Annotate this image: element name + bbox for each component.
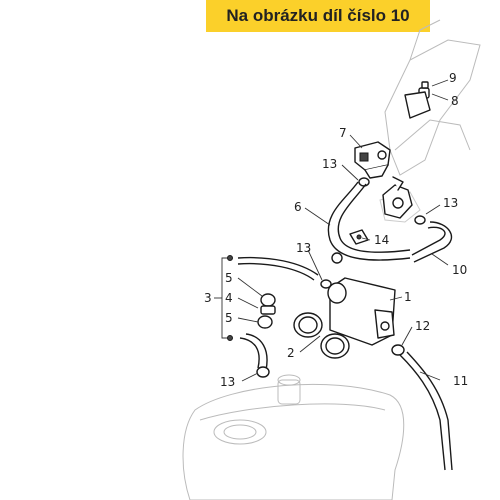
part-valve-7 [354, 141, 391, 179]
callout-13-bottom: 13 [220, 375, 235, 389]
part-clip-13-top [358, 177, 370, 187]
callout-labels: 9 8 7 13 6 13 14 13 10 1 12 2 11 13 5 3 … [204, 71, 468, 389]
callout-13-top: 13 [322, 157, 337, 171]
leader-lines [214, 79, 449, 382]
callout-14: 14 [374, 233, 389, 247]
callout-9: 9 [449, 71, 457, 85]
assembly-intake [379, 176, 421, 223]
part-hose-10 [411, 215, 453, 263]
fuel-tank [182, 374, 405, 500]
callout-10: 10 [452, 263, 467, 277]
part-filter-1 [327, 277, 396, 346]
callout-5-lower: 5 [225, 311, 233, 325]
callout-7: 7 [339, 126, 347, 140]
callout-4: 4 [225, 291, 233, 305]
callout-5-upper: 5 [225, 271, 233, 285]
callout-12: 12 [415, 319, 430, 333]
part-hose-assembly-3 [237, 256, 319, 378]
part-clip-13-mid [320, 279, 332, 289]
frame-outline [384, 19, 481, 176]
part-fitting-8-9 [404, 81, 431, 119]
part-fitting-12 [391, 344, 405, 356]
banner-text: Na obrázku díl číslo 10 [226, 6, 410, 25]
callout-2: 2 [287, 346, 295, 360]
callout-13-mid: 13 [296, 241, 311, 255]
callout-11: 11 [453, 374, 468, 388]
callout-6: 6 [294, 200, 302, 214]
part-clip-14 [349, 229, 369, 245]
callout-8: 8 [451, 94, 459, 108]
callout-3: 3 [204, 291, 212, 305]
part-tube-11 [399, 351, 453, 471]
part-hose-6 [327, 181, 411, 264]
callout-13-right: 13 [443, 196, 458, 210]
highlight-banner: Na obrázku díl číslo 10 [206, 0, 430, 32]
callout-1: 1 [404, 290, 412, 304]
part-clamps-2 [293, 312, 350, 359]
